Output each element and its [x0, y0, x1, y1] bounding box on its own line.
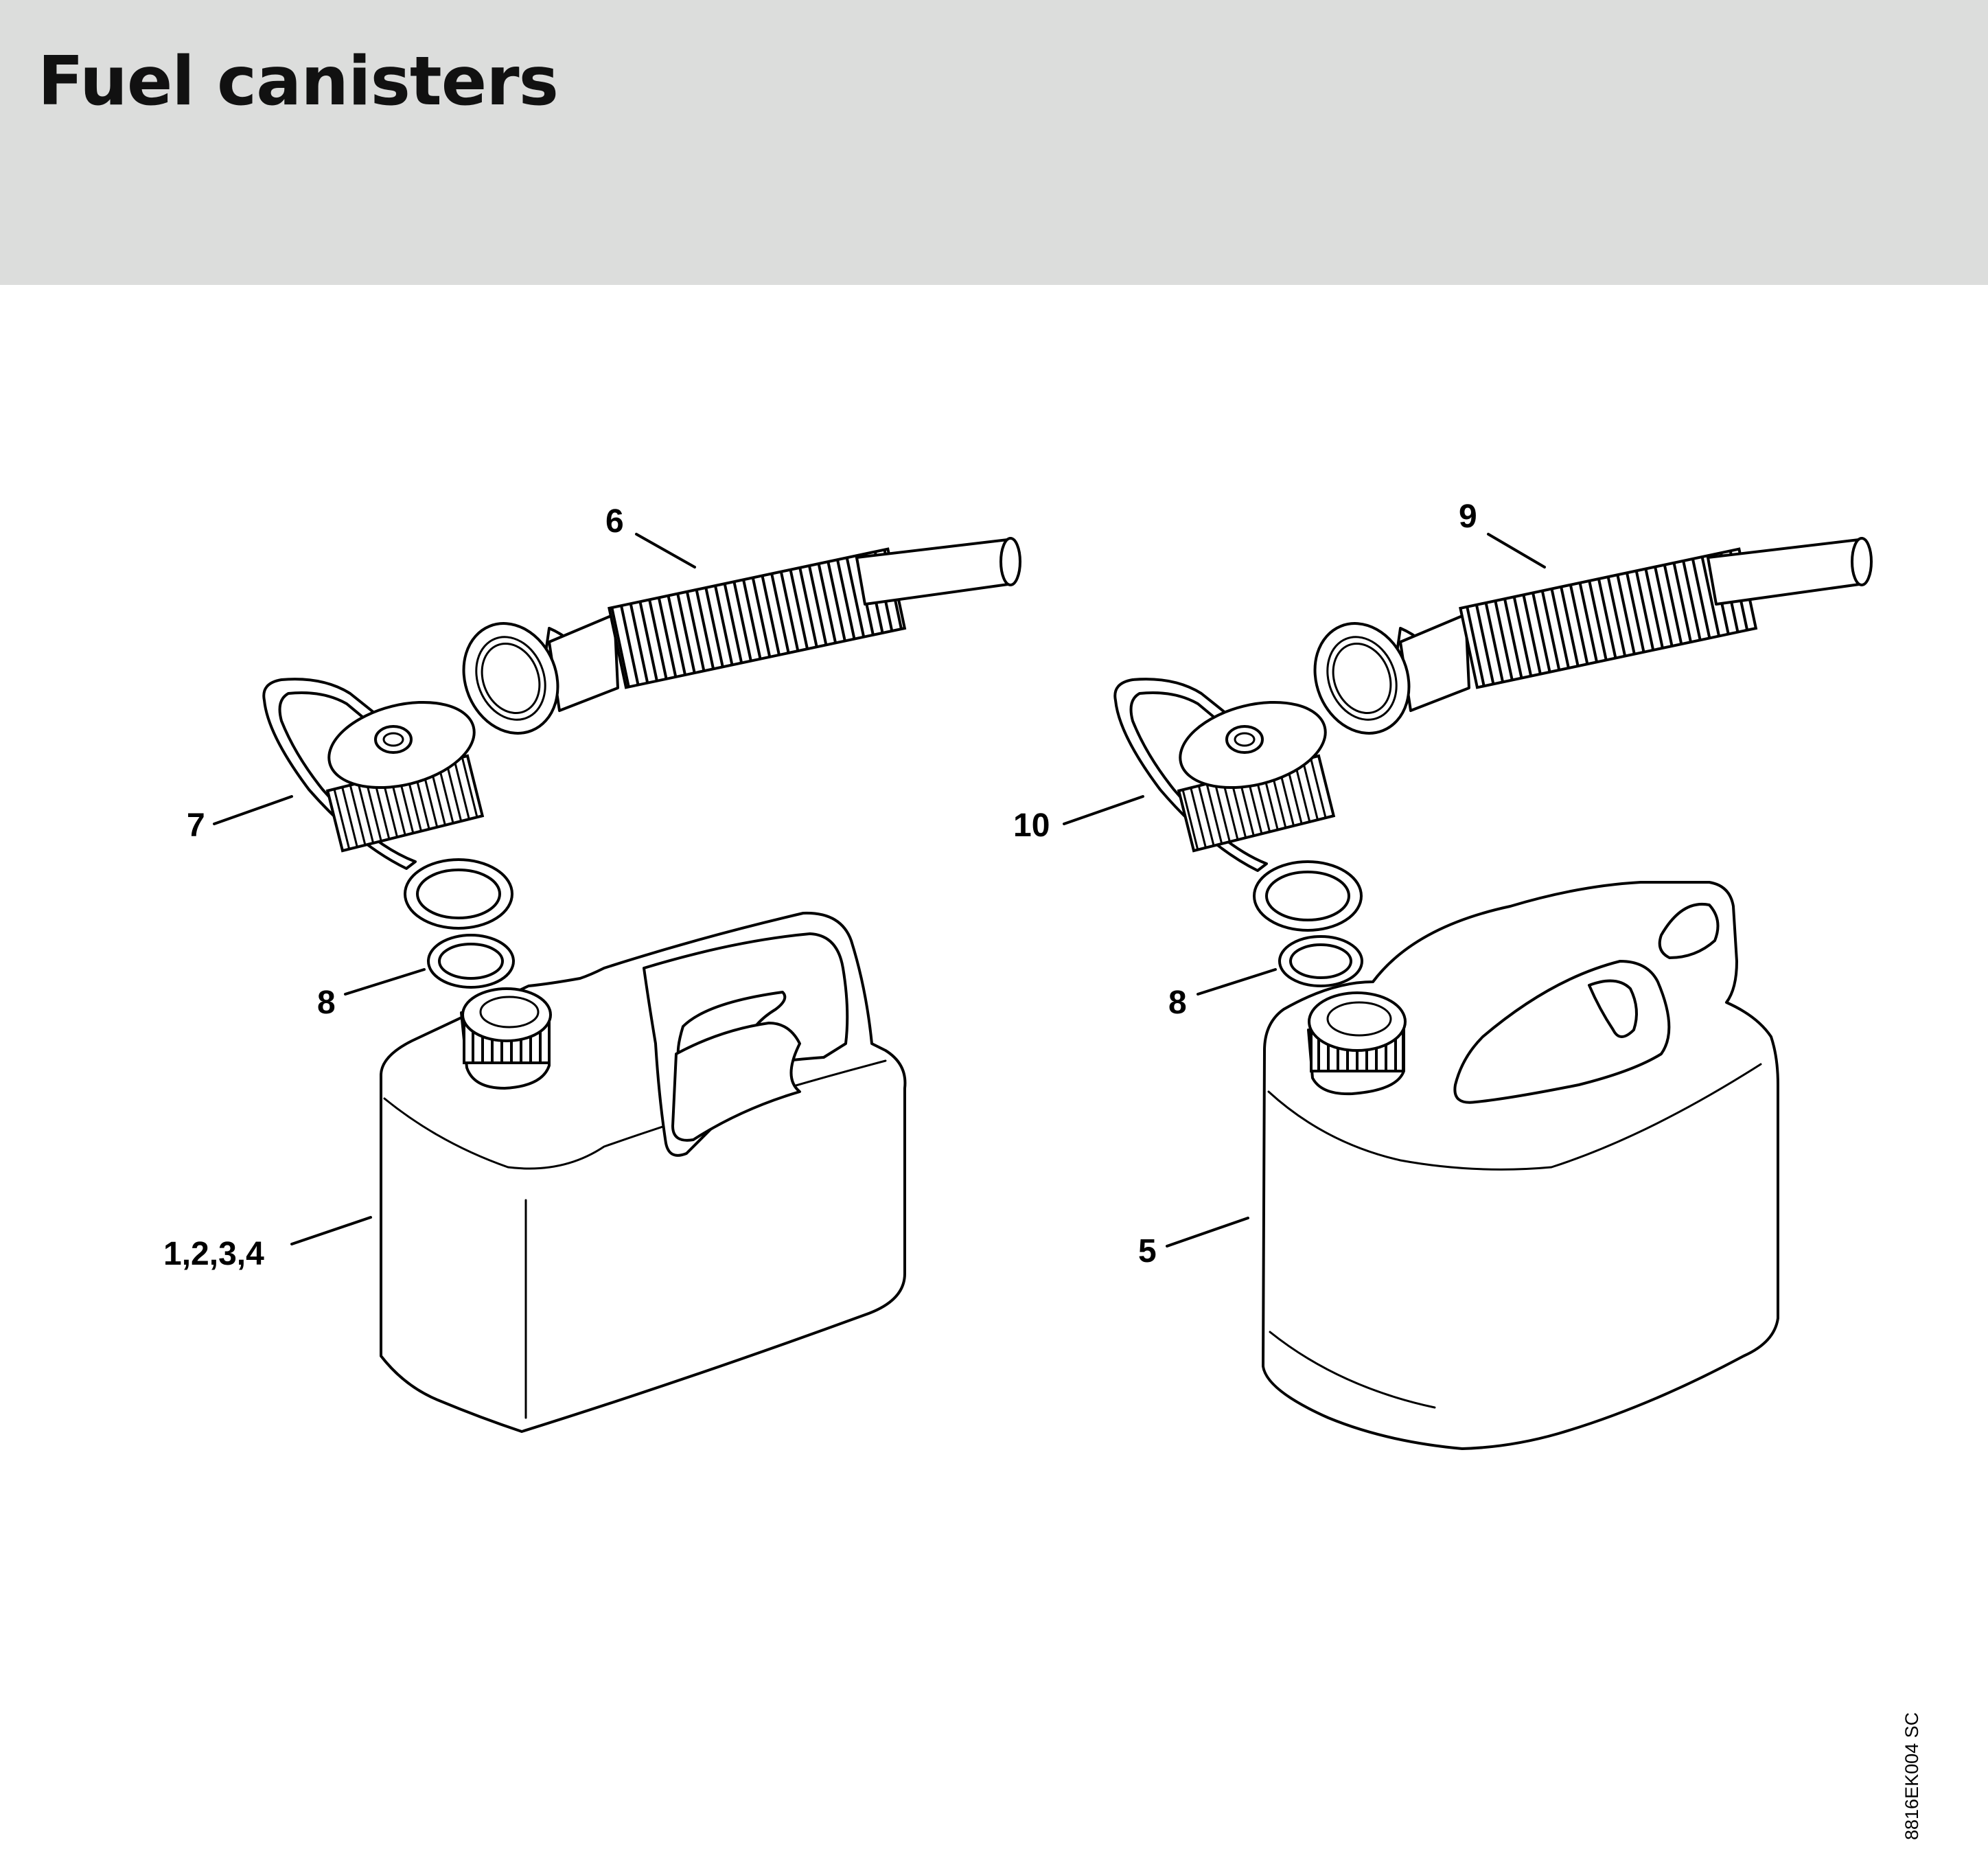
seal-ring-right — [1278, 935, 1363, 987]
callout-5: 5 — [1138, 1233, 1157, 1269]
callout-8-left: 8 — [317, 985, 336, 1021]
flexible-spout-left — [462, 537, 1021, 735]
callout-10: 10 — [1013, 807, 1050, 844]
callout-9: 9 — [1459, 498, 1477, 535]
flexible-spout-right — [1313, 537, 1873, 735]
page-title: Fuel canisters — [38, 43, 559, 121]
canister-small — [380, 911, 907, 1433]
callout-8-right: 8 — [1168, 985, 1187, 1021]
strap-ring-left — [404, 858, 513, 930]
strap-ring-right — [1253, 860, 1363, 932]
cap-with-strap-left — [262, 678, 485, 870]
canister-large — [1262, 881, 1779, 1450]
leader-lines — [213, 533, 1546, 1248]
callout-1-2-3-4: 1,2,3,4 — [163, 1236, 264, 1272]
seal-ring-left — [427, 934, 515, 989]
drawing-code: 8816EK004 SC — [1902, 1712, 1922, 1840]
callout-7: 7 — [187, 807, 205, 844]
callout-6: 6 — [605, 503, 624, 540]
cap-with-strap-right — [1113, 678, 1336, 872]
left-assembly — [262, 537, 1021, 1433]
header-banner: Fuel canisters — [0, 0, 1988, 285]
callout-labels: 6 7 8 1,2,3,4 9 10 8 5 — [163, 498, 1477, 1272]
right-assembly — [1113, 537, 1873, 1450]
